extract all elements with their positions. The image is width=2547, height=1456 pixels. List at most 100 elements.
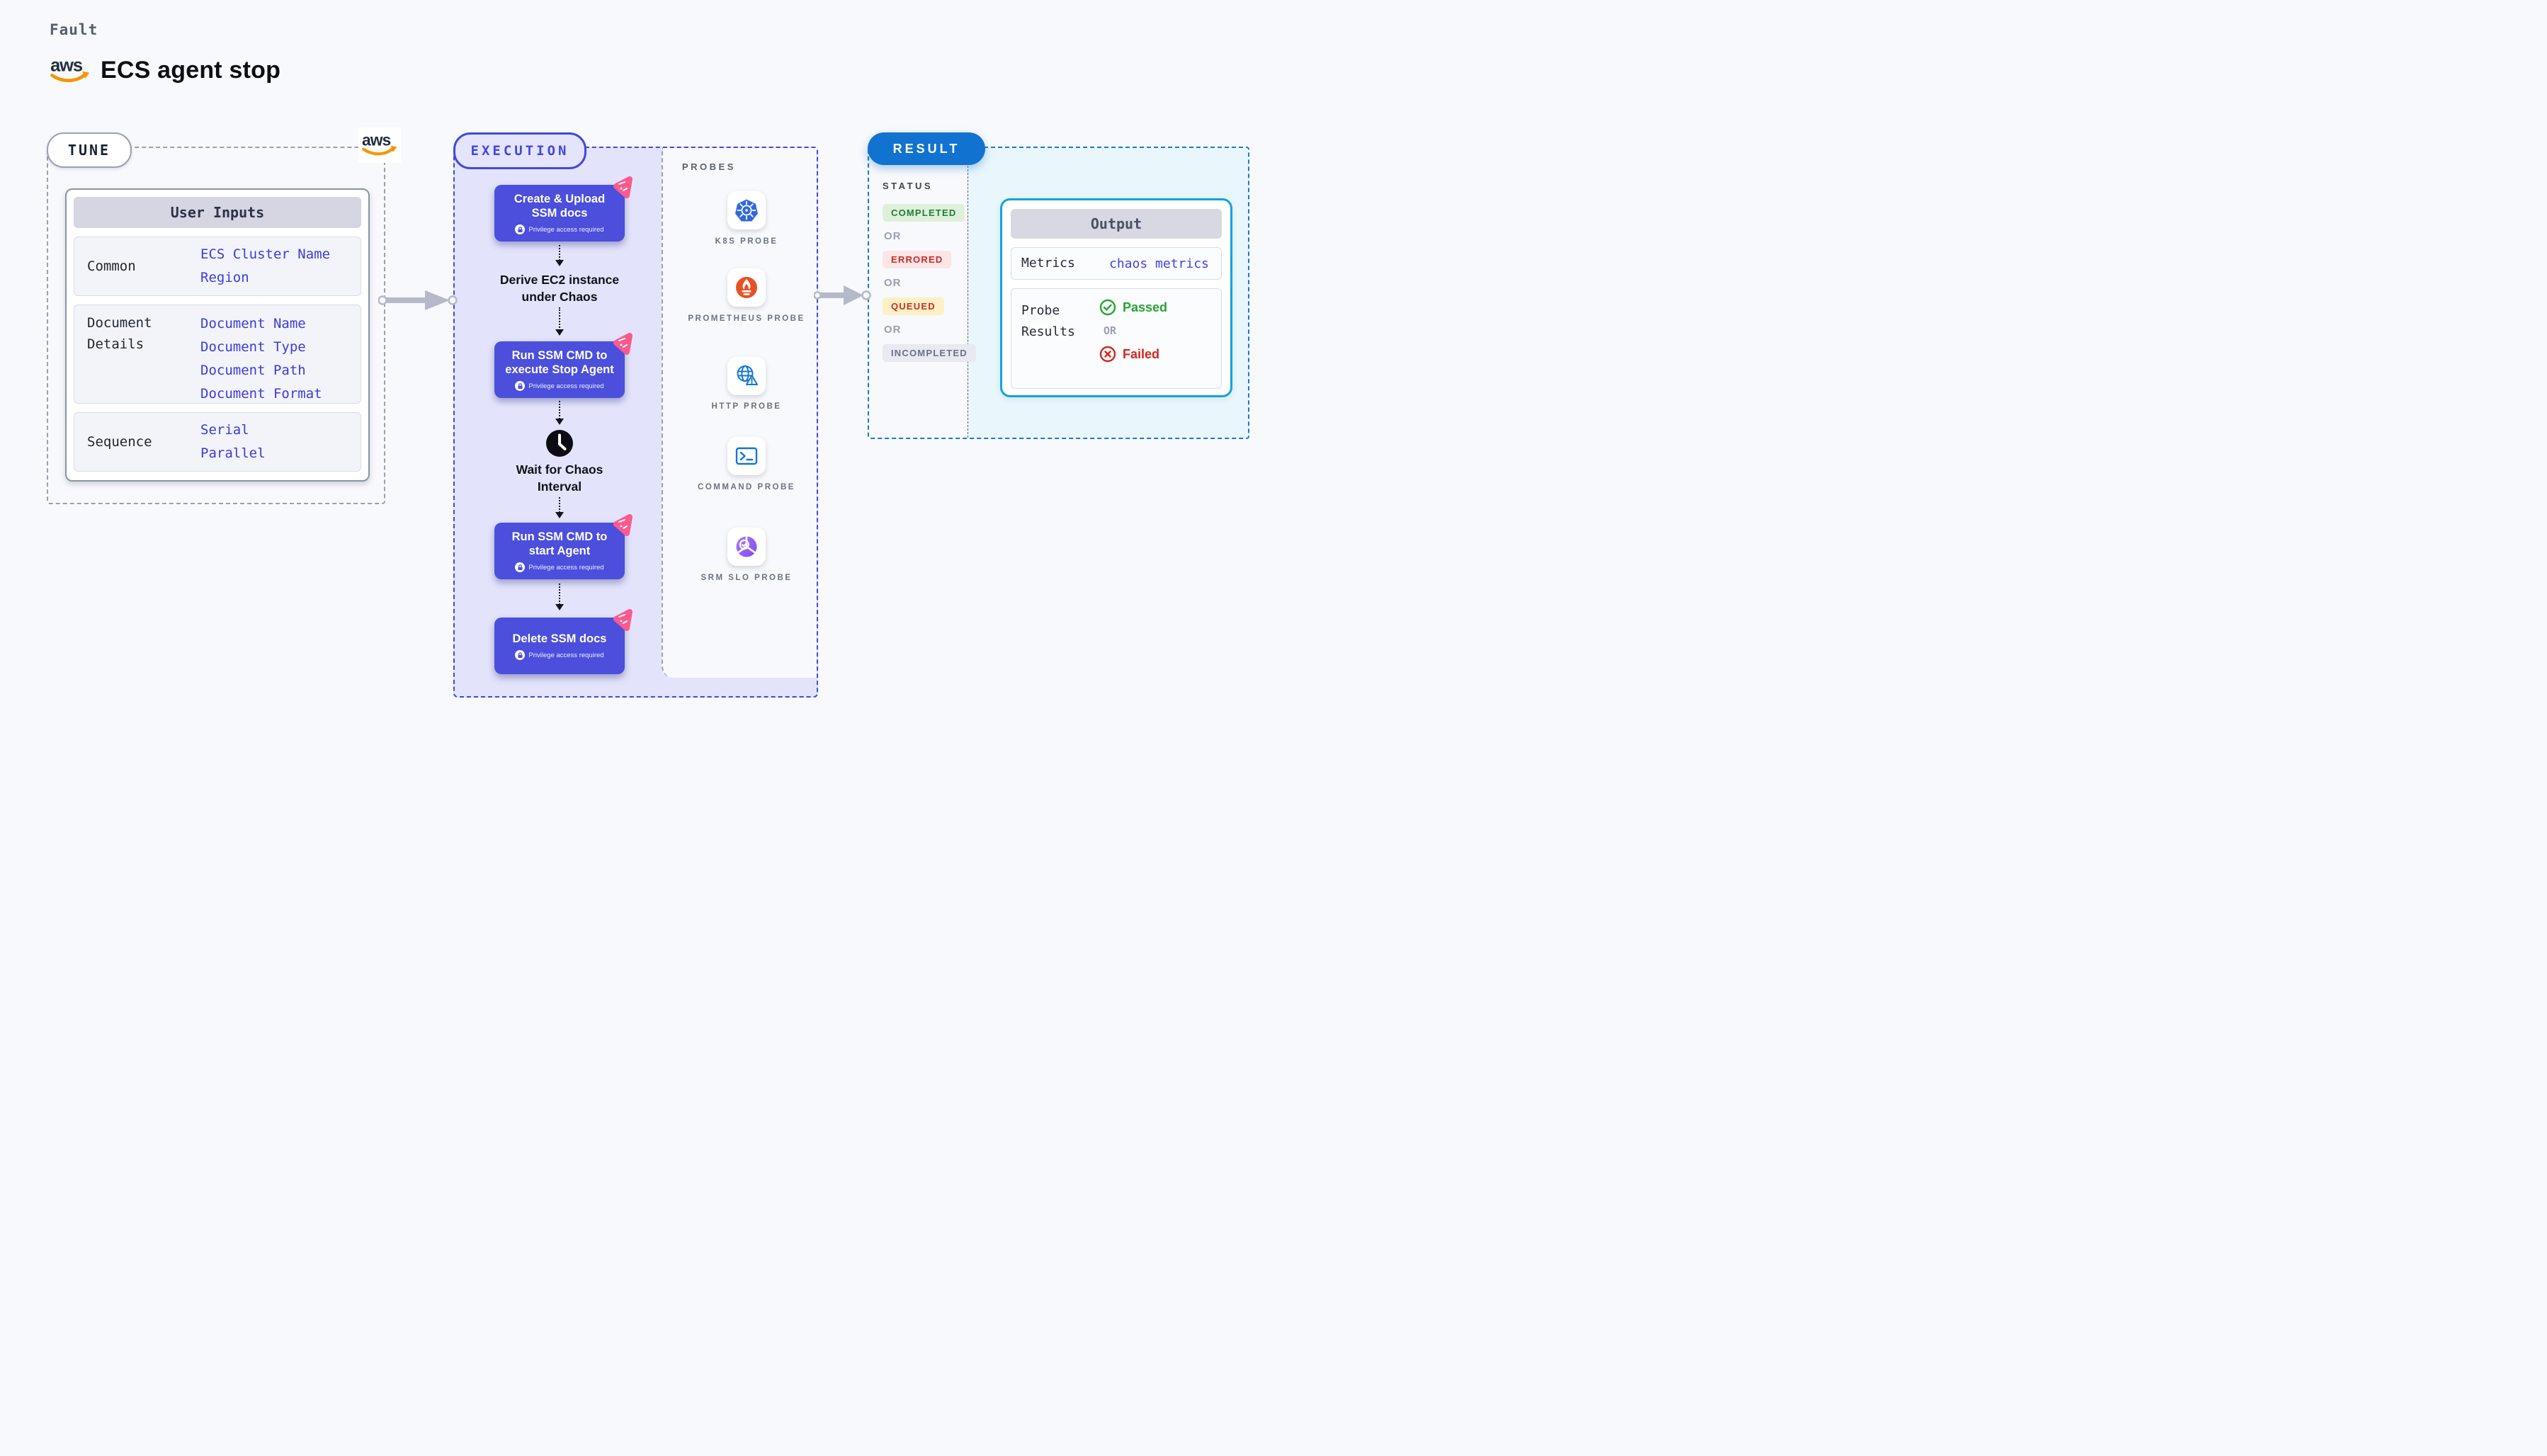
step-create-upload-ssm-docs: Create & Upload SSM docs Privilege acces…	[494, 176, 633, 241]
probe-label: SRM SLO PROBE	[700, 574, 793, 582]
status-badge-errored: ERRORED	[883, 251, 952, 268]
or-separator: OR	[884, 277, 902, 289]
privilege-chip: Privilege access required	[515, 381, 604, 392]
flow-arrow	[555, 497, 564, 518]
privilege-label: Privilege access required	[528, 563, 604, 571]
lock-icon	[515, 562, 526, 573]
user-inputs-title: User Inputs	[74, 197, 361, 228]
aws-smile	[50, 72, 87, 82]
aws-smile	[362, 147, 395, 156]
lock-icon	[515, 381, 526, 392]
litmus-pink-badge-icon	[611, 513, 634, 536]
probe-label: HTTP PROBE	[711, 402, 782, 411]
terminal-icon	[727, 437, 766, 475]
flow-arrow	[555, 307, 564, 336]
kubernetes-icon	[727, 191, 766, 229]
passed-line: Passed	[1099, 299, 1167, 316]
probe-label: PROMETHEUS PROBE	[688, 314, 805, 323]
litmus-pink-badge-icon	[611, 608, 634, 631]
flow-arrow	[555, 245, 564, 266]
user-inputs-row-sequence: Sequence Serial Parallel	[74, 412, 361, 472]
prometheus-icon	[727, 268, 766, 307]
row-label: Common	[87, 258, 136, 274]
litmus-pink-badge-icon	[611, 176, 634, 198]
lock-icon	[515, 650, 526, 661]
step-title: Create & Upload SSM docs	[514, 192, 606, 220]
step-run-ssm-cmd-start-agent: Run SSM CMD to start Agent Privilege acc…	[494, 514, 633, 579]
row-label: Sequence	[87, 434, 152, 450]
metrics-row: Metrics chaos metrics	[1011, 247, 1222, 280]
litmus-pink-badge-icon	[611, 332, 634, 355]
probe-results-row: Probe Results Passed OR Failed	[1011, 288, 1222, 389]
tune-pill: TUNE	[47, 132, 132, 168]
probe-label: K8S PROBE	[715, 237, 778, 246]
probes-panel	[662, 148, 817, 678]
status-badge-completed: COMPLETED	[883, 204, 965, 222]
step-title: Delete SSM docs	[512, 632, 607, 645]
privilege-label: Privilege access required	[528, 382, 604, 390]
execution-pill: EXECUTION	[453, 132, 586, 169]
output-panel: Output Metrics chaos metrics Probe Resul…	[1000, 198, 1232, 397]
failed-line: Failed	[1099, 346, 1167, 363]
privilege-chip: Privilege access required	[515, 562, 604, 573]
input-value: Document Format	[200, 386, 322, 402]
clock-icon	[545, 429, 574, 457]
input-value: Serial	[200, 422, 249, 438]
privilege-label: Privilege access required	[528, 225, 604, 234]
fault-kicker: Fault	[50, 21, 98, 38]
lock-icon	[515, 224, 526, 235]
passed-label: Passed	[1123, 300, 1168, 314]
aws-smile-arrow	[82, 71, 90, 79]
status-title: STATUS	[883, 181, 934, 191]
srm-slo-icon	[727, 528, 766, 566]
step-note-derive-ec2: Derive EC2 instance under Chaos	[499, 273, 620, 304]
or-separator: OR	[884, 324, 902, 336]
tune-pill-label: TUNE	[67, 142, 111, 159]
result-pill-label: RESULT	[892, 141, 960, 156]
status-badge-incompleted: INCOMPLETED	[883, 344, 976, 362]
user-inputs-card: User Inputs Common ECS Cluster Name Regi…	[65, 188, 370, 482]
privilege-chip: Privilege access required	[515, 224, 604, 235]
input-value: ECS Cluster Name	[200, 246, 331, 262]
result-pill: RESULT	[868, 132, 985, 165]
flow-arrow	[555, 401, 564, 425]
step-note-wait-interval: Wait for Chaos Interval	[516, 462, 603, 494]
or-separator: OR	[1104, 324, 1117, 337]
aws-wordmark: aws	[50, 56, 83, 76]
privilege-label: Privilege access required	[528, 651, 604, 659]
row-label: Document Details	[87, 315, 152, 352]
metrics-label: Metrics	[1021, 256, 1075, 271]
step-delete-ssm-docs: Delete SSM docs Privilege access require…	[494, 609, 633, 674]
input-value: Parallel	[200, 445, 266, 461]
user-inputs-row-document-details: Document Details Document Name Document …	[74, 305, 361, 404]
x-circle-icon	[1099, 346, 1116, 363]
execution-pill-label: EXECUTION	[470, 143, 569, 159]
user-inputs-row-common: Common ECS Cluster Name Region	[74, 237, 361, 296]
execution-to-result-arrow	[814, 285, 871, 305]
input-value: Document Type	[200, 339, 306, 355]
failed-label: Failed	[1123, 346, 1160, 361]
probes-title: PROBES	[682, 161, 736, 172]
aws-logo-small: aws	[358, 127, 401, 163]
page-title: ECS agent stop	[101, 57, 281, 84]
input-value: Document Path	[200, 363, 306, 378]
aws-smile-arrow	[390, 145, 397, 152]
status-badge-queued: QUEUED	[883, 297, 944, 315]
privilege-chip: Privilege access required	[515, 650, 604, 661]
metrics-value: chaos metrics	[1109, 256, 1209, 271]
flow-arrow	[555, 584, 564, 610]
input-value: Region	[200, 270, 249, 285]
or-separator: OR	[884, 230, 902, 242]
step-title: Run SSM CMD to execute Stop Agent	[505, 348, 614, 376]
aws-logo: aws	[50, 55, 91, 86]
input-value: Document Name	[200, 316, 306, 331]
output-title: Output	[1011, 209, 1222, 239]
probe-results-label: Probe Results	[1021, 303, 1075, 339]
probe-label: COMMAND PROBE	[698, 483, 795, 491]
step-run-ssm-cmd-stop-agent: Run SSM CMD to execute Stop Agent Privil…	[494, 333, 633, 398]
tune-to-execution-arrow	[378, 290, 458, 310]
status-list: COMPLETED OR ERRORED OR QUEUED OR INCOMP…	[883, 204, 976, 362]
http-globe-icon	[727, 357, 766, 395]
tune-section	[47, 147, 385, 504]
check-circle-icon	[1099, 299, 1116, 316]
